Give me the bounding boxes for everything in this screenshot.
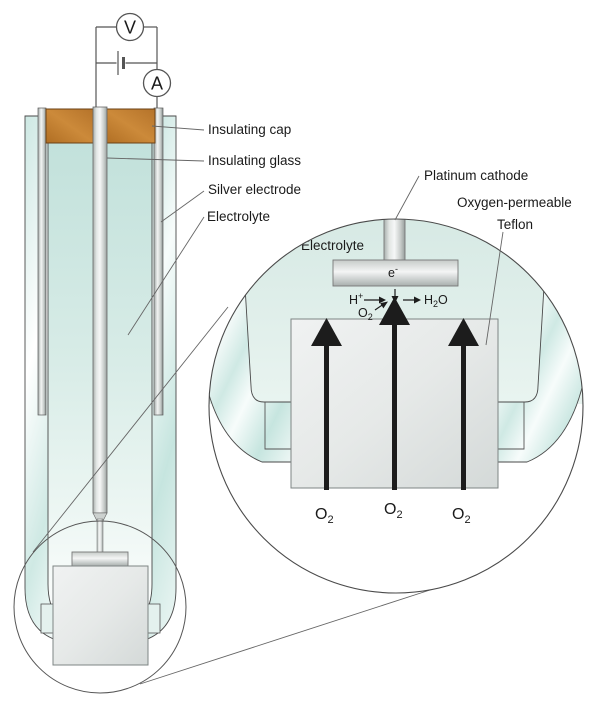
electron-label: e- [388,264,398,280]
o2-arrow-head-left [311,318,342,346]
o2l-sub: 2 [327,514,333,526]
o2-arrow-head-right [448,318,479,346]
h-base: H [349,293,358,307]
magnified-step-left [264,402,291,450]
glass-step-left [40,603,54,634]
oxygen-reactant-label: O2 [358,306,373,322]
ammeter-label: A [151,74,163,94]
glass-step-right [146,603,161,634]
h2o-arrow-head [414,296,421,304]
voltmeter-circle [115,12,145,42]
leader-insulating-cap [151,125,205,131]
water-o: O [438,293,448,307]
reaction-annotation [364,289,421,311]
label-insulating-glass: Insulating glass [208,153,301,168]
silver-electrode-band-right [153,107,164,416]
zoom-connector-upper [32,306,229,553]
electron-base: e [388,266,395,280]
insulating-cap-right [103,108,156,144]
magnified-view: Electrolyte e- H+ O2 H2O O2 O2 O2 [209,219,583,593]
zoom-source-circle [13,520,187,694]
o2c-base: O [384,501,396,518]
leader-platinum-cathode [394,175,420,221]
electron-sup: - [395,264,398,274]
o2l-base: O [315,506,327,523]
o2r-sub: 2 [368,312,373,322]
component-labels: Insulating cap Insulating glass Silver e… [106,122,301,336]
water-sub: 2 [433,299,438,309]
cathode-bar-small [71,551,129,567]
water-h: H [424,293,433,307]
zoom-connector-lower [139,589,431,685]
hydrogen-ion-label: H+ [349,291,363,307]
water-label: H2O [424,293,448,309]
o2rt-base: O [452,506,464,523]
measurement-circuit: V A [95,12,172,108]
leader-electrolyte [127,216,205,336]
o2rt-sub: 2 [464,514,470,526]
leader-insulating-glass [106,157,205,162]
h-sup: + [358,291,363,301]
magnified-step-right [498,402,525,450]
magnified-labels: Platinum cathode Oxygen-permeable Teflon [394,168,572,346]
insulating-cap-left [45,108,95,144]
label-oxygen-permeable-line2: Teflon [497,217,533,232]
o2c-sub: 2 [396,509,402,521]
ammeter-circle [142,68,172,98]
insulating-glass-tube [92,106,108,514]
o2-molecule-label-left: O2 [315,506,334,526]
o2-molecule-label-right: O2 [452,506,471,526]
o2r-base: O [358,306,368,320]
o2-arrow-shaft-right [461,344,466,490]
platinum-cathode-stem [383,219,406,267]
teflon-block-small [52,565,149,666]
magnified-electrolyte-label: Electrolyte [301,238,364,253]
voltmeter-label: V [124,18,136,38]
platinum-wire [96,518,104,554]
leader-silver-electrode [160,190,205,223]
o2-reactant-arrow-head [380,301,388,309]
h-plus-arrow-head [379,296,386,304]
electron-arrow-head [391,296,399,303]
battery-icon [117,51,125,75]
label-oxygen-permeable-line1: Oxygen-permeable [457,195,572,210]
label-platinum-cathode: Platinum cathode [424,168,528,183]
silver-electrode-band-left [37,107,47,416]
label-electrolyte: Electrolyte [207,209,270,224]
o2-molecule-label-center: O2 [384,501,403,521]
o2-arrow-shaft-left [324,344,329,490]
leader-oxygen-permeable [485,231,504,346]
o2-arrow-head-center [379,297,410,325]
o2-arrow-shaft-center [392,323,397,490]
platinum-cathode-bar [332,259,459,287]
label-insulating-cap: Insulating cap [208,122,291,137]
label-silver-electrode: Silver electrode [208,182,301,197]
oxygen-flux-arrows [311,297,479,490]
